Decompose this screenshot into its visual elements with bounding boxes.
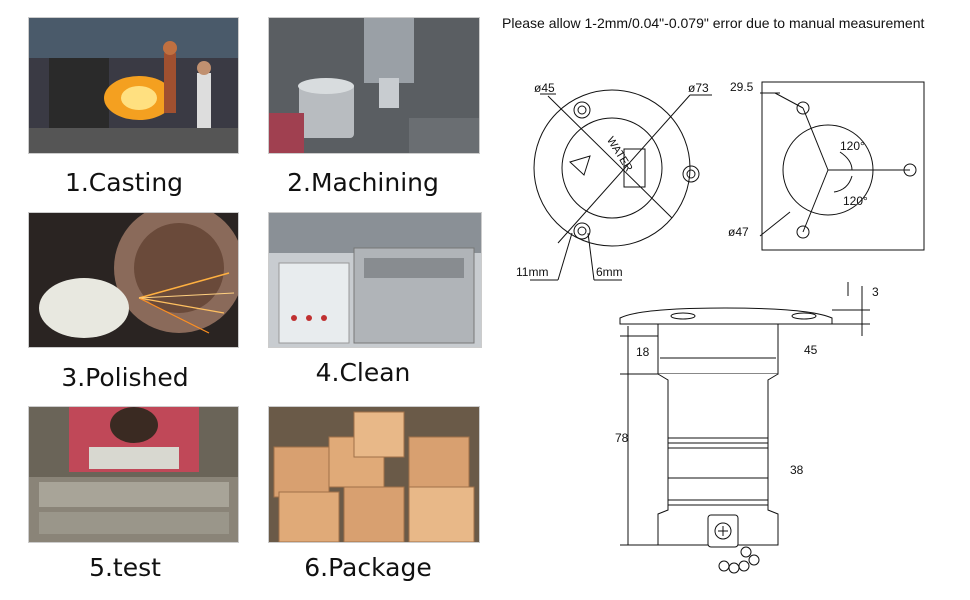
machining-photo [268, 17, 480, 154]
angle-label: 120° [840, 139, 865, 153]
dim-dia-upper: 45 [804, 343, 818, 357]
step-label: 1.Casting [64, 168, 184, 197]
step-label: 6.Package [304, 553, 432, 582]
package-photo [268, 406, 480, 543]
dim-bottom-offset: 29.5 [730, 80, 754, 94]
cleaning-photo [268, 212, 482, 348]
step-label: 4.Clean [315, 358, 411, 387]
dim-slot: 6mm [596, 265, 623, 279]
step-label: 2.Machining [287, 168, 439, 197]
dim-hole: 11mm [516, 265, 548, 279]
dim-top-dia-large: ø73 [688, 81, 709, 95]
dim-flange: 3 [872, 285, 879, 299]
dim-dia-lower: 38 [790, 463, 804, 477]
side-view [619, 282, 870, 574]
measurement-note: Please allow 1-2mm/0.04"-0.079" error du… [502, 15, 925, 31]
bottom-view [759, 81, 925, 251]
casting-photo [28, 17, 239, 154]
angle-label: 120° [843, 194, 868, 208]
step-label: 3.Polished [61, 363, 189, 392]
testing-photo [28, 406, 239, 543]
dim-depth: 18 [636, 345, 650, 359]
polishing-photo [28, 212, 239, 348]
dim-height: 78 [615, 431, 629, 445]
technical-drawing: ø45 ø73 WATER 11mm 6mm 29.5 120° 120° ø4… [516, 80, 925, 574]
step-label: 5.test [89, 553, 161, 582]
dim-top-dia-small: ø45 [534, 81, 555, 95]
top-view [530, 89, 712, 281]
dim-bottom-dia: ø47 [728, 225, 749, 239]
